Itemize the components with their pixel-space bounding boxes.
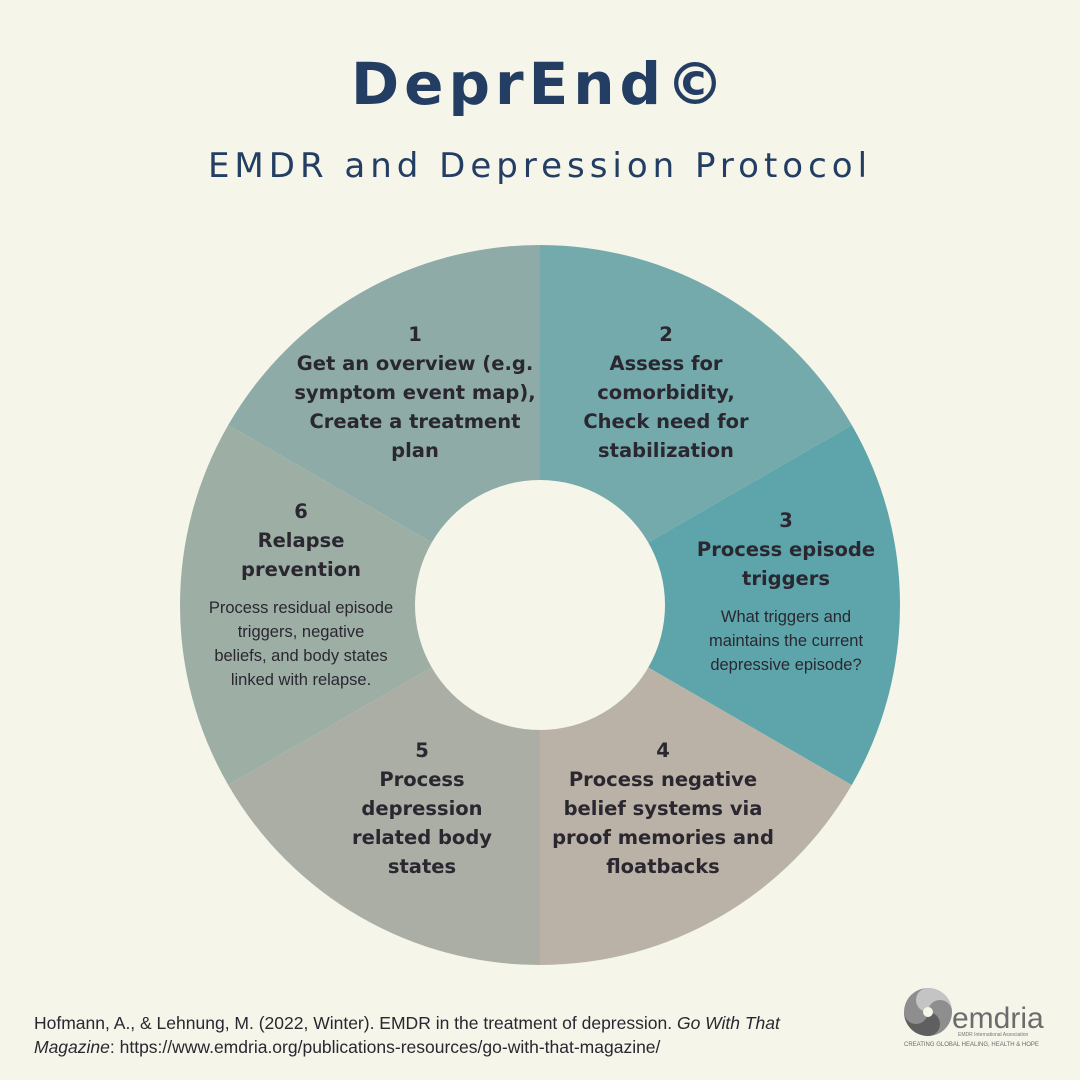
segment-4-heading-line: belief systems via xyxy=(563,797,763,820)
segment-2-heading-line: Assess for xyxy=(609,352,723,375)
segment-5-text: 5 Process depression related body states xyxy=(322,736,522,881)
segment-1-heading-line: symptom event map), xyxy=(294,381,536,404)
segment-4-heading-line: Process negative xyxy=(568,768,758,791)
segment-6-heading-line: Relapse xyxy=(257,529,345,552)
logo-tagline: CREATING GLOBAL HEALING, HEALTH & HOPE xyxy=(904,1042,1039,1048)
segment-6-desc-line: triggers, negative xyxy=(237,623,365,641)
citation-magazine: Go With That Magazine xyxy=(34,1013,780,1057)
segment-1-heading-line: plan xyxy=(391,439,439,462)
segment-6-desc-line: linked with relapse. xyxy=(230,671,372,689)
segment-3-heading-line: Process episode xyxy=(696,538,876,561)
segment-5-wedge xyxy=(228,667,541,965)
logo-association: EMDR International Association xyxy=(958,1032,1029,1038)
segment-5-number: 5 xyxy=(415,739,429,762)
page-subtitle: EMDR and Depression Protocol xyxy=(207,146,873,186)
segment-2-heading-line: comorbidity, xyxy=(597,381,735,404)
segment-3-number: 3 xyxy=(779,509,793,532)
segment-4-text: 4 Process negative belief systems via pr… xyxy=(538,736,788,881)
citation: Hofmann, A., & Lehnung, M. (2022, Winter… xyxy=(34,1011,834,1059)
segment-3-wedge xyxy=(648,425,900,785)
segment-6-heading: Relapse prevention xyxy=(186,526,416,584)
citation-text: Hofmann, A., & Lehnung, M. (2022, Winter… xyxy=(34,1013,677,1033)
segment-4-heading-line: proof memories and xyxy=(552,826,774,849)
segment-3-description: What triggers and maintains the current … xyxy=(676,605,896,677)
emdria-logo[interactable]: emdria EMDR International Association CR… xyxy=(900,984,1060,1054)
segment-1-text: 1 Get an overview (e.g. symptom event ma… xyxy=(275,320,555,465)
segment-6-text: 6 Relapse prevention Process residual ep… xyxy=(186,497,416,692)
segment-1-wedge xyxy=(228,245,541,543)
segment-5-heading-line: states xyxy=(387,855,457,878)
segment-6-wedge xyxy=(180,425,432,785)
segment-3-heading-line: triggers xyxy=(742,567,830,590)
segment-4-wedge xyxy=(540,667,852,965)
segment-1-heading-line: Get an overview (e.g. xyxy=(296,352,534,375)
segment-3-desc-line: maintains the current xyxy=(708,632,864,650)
segment-5-heading-line: depression xyxy=(361,797,483,820)
segment-4-number: 4 xyxy=(656,739,670,762)
segment-1-number: 1 xyxy=(408,323,422,346)
segment-4-heading: Process negative belief systems via proo… xyxy=(538,765,788,881)
citation-url[interactable]: : https://www.emdria.org/publications-re… xyxy=(109,1037,661,1057)
emdria-swirl-icon xyxy=(904,988,952,1036)
segment-4-heading-line: floatbacks xyxy=(606,855,720,878)
segment-6-desc-line: beliefs, and body states xyxy=(214,647,388,665)
page-title: DeprEnd© xyxy=(350,50,730,118)
segment-6-number: 6 xyxy=(294,500,308,523)
segment-3-heading: Process episode triggers xyxy=(676,535,896,593)
segment-2-wedge xyxy=(540,245,852,543)
segment-3-desc-line: What triggers and xyxy=(720,608,852,626)
segment-5-heading-line: Process xyxy=(379,768,465,791)
segment-3-desc-line: depressive episode? xyxy=(710,656,862,674)
segment-2-heading-line: Check need for xyxy=(583,410,749,433)
segment-2-text: 2 Assess for comorbidity, Check need for… xyxy=(546,320,786,465)
segment-6-description: Process residual episode triggers, negat… xyxy=(186,596,416,692)
segment-5-heading-line: related body xyxy=(351,826,492,849)
segment-2-heading: Assess for comorbidity, Check need for s… xyxy=(546,349,786,465)
segment-6-heading-line: prevention xyxy=(241,558,361,581)
segment-2-number: 2 xyxy=(659,323,673,346)
segment-6-desc-line: Process residual episode xyxy=(208,599,394,617)
segment-3-text: 3 Process episode triggers What triggers… xyxy=(676,506,896,677)
logo-wordmark: emdria xyxy=(952,1002,1044,1035)
segment-1-heading-line: Create a treatment xyxy=(309,410,521,433)
segment-1-heading: Get an overview (e.g. symptom event map)… xyxy=(275,349,555,465)
segment-5-heading: Process depression related body states xyxy=(322,765,522,881)
segment-2-heading-line: stabilization xyxy=(598,439,734,462)
